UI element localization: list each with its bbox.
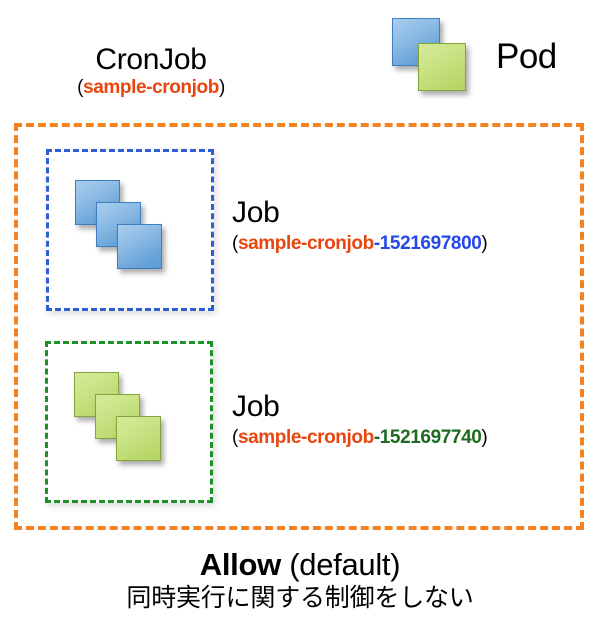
job-box-blue xyxy=(46,149,214,311)
job-title: Job xyxy=(232,390,280,423)
job-title: Job xyxy=(232,196,280,229)
cronjob-close-paren: ) xyxy=(218,76,225,98)
green-pod-square-icon xyxy=(418,43,466,91)
job-name: sample-cronjob xyxy=(237,232,374,254)
job-separator: - xyxy=(373,232,380,254)
cronjob-scope-box xyxy=(14,123,584,530)
pod-stack-blue xyxy=(75,180,185,280)
cronjob-open-paren: ( xyxy=(77,76,84,98)
job-number: 1521697800 xyxy=(379,232,482,254)
cronjob-name-line: (sample-cronjob) xyxy=(36,76,266,98)
job-close-paren: ) xyxy=(481,426,488,448)
job-name-line: (sample-cronjob-1521697740) xyxy=(232,426,488,448)
cronjob-title: CronJob xyxy=(95,43,207,76)
green-pod-square-icon xyxy=(116,416,161,461)
job-number: 1521697740 xyxy=(379,426,482,448)
cronjob-name: sample-cronjob xyxy=(83,76,219,98)
pod-stack-green xyxy=(74,372,184,472)
job-separator: - xyxy=(373,426,380,448)
caption-policy-space xyxy=(281,547,289,582)
job-open-paren: ( xyxy=(232,232,238,254)
job-box-green xyxy=(45,341,213,503)
job-close-paren: ) xyxy=(481,232,488,254)
job-label-green: Job (sample-cronjob-1521697740) xyxy=(232,390,488,448)
caption-policy-note: (default) xyxy=(289,547,401,582)
job-label-blue: Job (sample-cronjob-1521697800) xyxy=(232,196,488,254)
pod-legend-icon-group xyxy=(392,18,484,98)
caption-description: 同時実行に関する制御をしない xyxy=(126,583,474,612)
caption-policy: Allow xyxy=(199,547,281,582)
cronjob-legend: CronJob (sample-cronjob) xyxy=(36,44,266,97)
job-open-paren: ( xyxy=(232,426,238,448)
job-name: sample-cronjob xyxy=(237,426,374,448)
pod-legend: Pod xyxy=(392,18,582,108)
caption-policy-line: Allow (default) xyxy=(0,547,600,583)
blue-pod-square-icon xyxy=(117,224,162,269)
caption: Allow (default) 同時実行に関する制御をしない xyxy=(0,547,600,612)
job-name-line: (sample-cronjob-1521697800) xyxy=(232,232,488,254)
pod-legend-label: Pod xyxy=(496,37,557,76)
